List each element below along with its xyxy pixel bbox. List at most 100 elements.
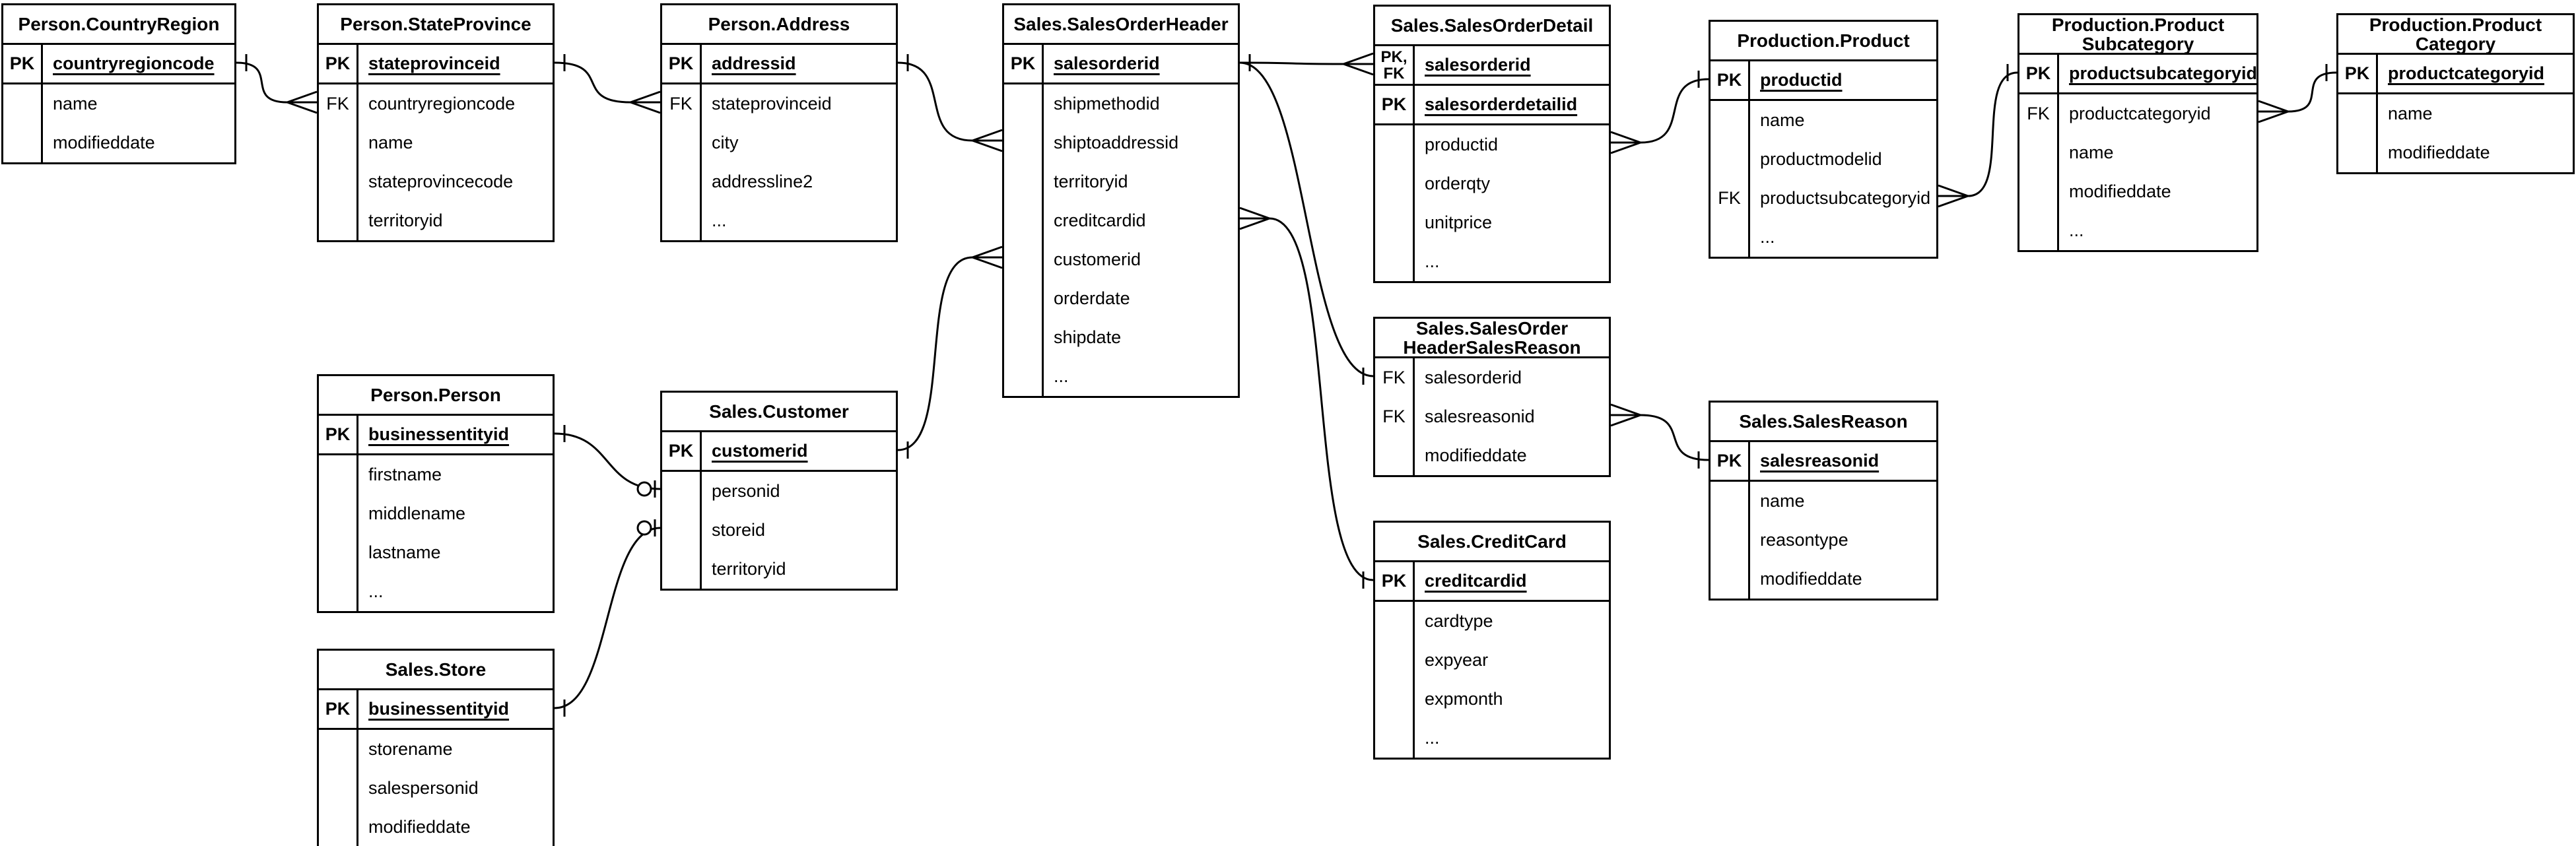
field-key-label: [1004, 84, 1044, 123]
key-field-name: countryregioncode: [53, 53, 215, 73]
key-label: PK: [319, 416, 358, 453]
entity-title: Sales.Store: [319, 651, 553, 690]
field-key-label: [3, 84, 43, 123]
field-name: ...: [1054, 366, 1069, 386]
field-name: territoryid: [1054, 172, 1128, 191]
entity-title: Production.Product: [1711, 22, 1936, 61]
field-row: ...: [2019, 211, 2256, 250]
field-row: ...: [1711, 218, 1936, 257]
field-key-label: [319, 123, 358, 162]
field-key-label: [1711, 560, 1750, 599]
entity-title: Sales.SalesOrderHeader: [1004, 5, 1238, 45]
field-name: name: [368, 133, 413, 152]
relationship-line: [554, 527, 661, 709]
crows-foot-icon: [287, 90, 318, 104]
field-row: name: [2338, 94, 2573, 133]
field-key-label: [319, 808, 358, 846]
key-label: PK: [1375, 562, 1415, 600]
field-name: modifieddate: [2388, 143, 2490, 162]
field-row: middlename: [319, 494, 553, 533]
entity-title-line: Sales.SalesReason: [1739, 411, 1908, 432]
field-key-label: [1375, 719, 1415, 758]
field-key-label: [662, 550, 702, 589]
key-row: PK addressid: [662, 45, 896, 84]
relationship-line: [1239, 61, 1344, 65]
crows-foot-icon: [630, 101, 661, 114]
field-key-label: FK: [1375, 397, 1415, 436]
field-row: shipdate: [1004, 318, 1238, 357]
key-label: PK: [662, 45, 702, 82]
field-key-label: [1711, 521, 1750, 560]
entity-title-line: Subcategory: [2082, 33, 2194, 54]
field-key-label: [1375, 125, 1415, 164]
connector-productsubcategory-productcategory: [2258, 64, 2337, 123]
key-label: PK: [1711, 442, 1750, 480]
crows-foot-icon: [972, 139, 1003, 152]
field-key-label: [319, 730, 358, 769]
crows-foot-icon: [630, 90, 661, 104]
field-key-label: [319, 455, 358, 494]
field-key-label: FK: [2019, 94, 2059, 133]
field-name: reasontype: [1760, 530, 1848, 550]
relationship-line: [1239, 61, 1374, 377]
field-name: countryregioncode: [368, 94, 516, 114]
entity-title: Person.CountryRegion: [3, 5, 234, 45]
crows-foot-icon: [2258, 100, 2289, 113]
field-row: expmonth: [1375, 680, 1609, 719]
connector-product-productsubcategory: [1938, 64, 2018, 208]
field-name: cardtype: [1425, 611, 1493, 631]
entity-title-line: Category: [2415, 33, 2496, 54]
field-key-label: [1375, 436, 1415, 475]
field-key-label: [319, 494, 358, 533]
field-name: storeid: [712, 520, 766, 540]
key-field-name: salesorderdetailid: [1425, 94, 1578, 114]
field-name: modifieddate: [53, 133, 155, 152]
connector-salesorderheadersalesreason-salesreason: [1610, 403, 1709, 469]
field-row: ...: [1004, 357, 1238, 396]
crows-foot-icon: [1239, 217, 1270, 230]
field-row: orderqty: [1375, 164, 1609, 203]
field-name: orderqty: [1425, 174, 1491, 193]
zero-circle-icon: [636, 481, 652, 497]
field-row: name: [2019, 133, 2256, 172]
entity-title: Person.Address: [662, 5, 896, 45]
key-label: PK: [319, 690, 358, 728]
field-key-label: [1375, 203, 1415, 242]
field-key-label: [3, 123, 43, 162]
field-name: expyear: [1425, 650, 1489, 670]
field-row: lastname: [319, 533, 553, 572]
field-row: ...: [319, 572, 553, 611]
entity-title: Sales.CreditCard: [1375, 523, 1609, 562]
crows-foot-icon: [972, 256, 1003, 269]
crows-foot-icon: [1343, 63, 1374, 76]
key-field-name: addressid: [712, 53, 796, 73]
crows-foot-icon: [287, 101, 318, 114]
field-key-label: [1375, 602, 1415, 641]
field-row: storeid: [662, 511, 896, 550]
entity-body: name modifieddate: [2338, 94, 2573, 172]
key-label: PK: [2019, 55, 2059, 92]
field-row: reasontype: [1711, 521, 1936, 560]
connector-countryregion-stateprovince: [236, 54, 318, 114]
entity-title-line: Sales.CreditCard: [1417, 531, 1567, 552]
crows-foot-icon: [1610, 141, 1641, 154]
key-field-name: creditcardid: [1425, 571, 1527, 591]
